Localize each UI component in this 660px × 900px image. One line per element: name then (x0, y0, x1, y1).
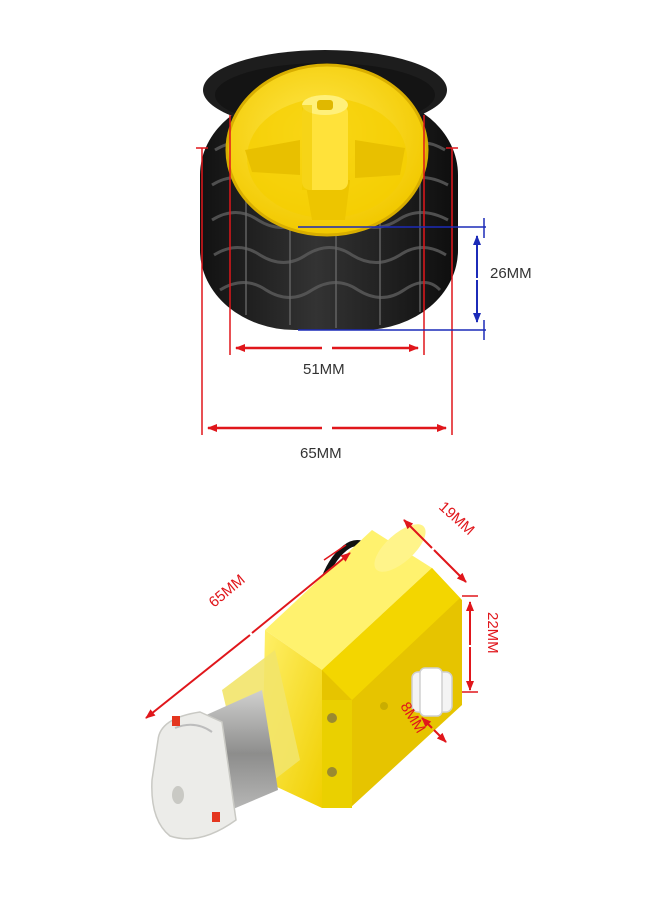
depth-arrow-down (433, 549, 467, 583)
wheel-width-label: 26MM (490, 265, 532, 282)
wheel-group: 26MM 51MM 65MM (196, 50, 532, 462)
gearbox (262, 524, 462, 808)
screw-icon (327, 767, 337, 777)
shaft-arrow-up (421, 717, 433, 729)
length-arrow-right (251, 552, 351, 634)
motor-group: 65MM 19MM 22MM 8MM (145, 498, 501, 840)
motor-depth-label: 19MM (435, 498, 477, 539)
wheel-rim-label: 51MM (303, 361, 345, 378)
output-shaft (411, 667, 453, 717)
wheel-rim (225, 63, 429, 237)
motor-length-label: 65MM (206, 571, 249, 611)
motor-dimensions (145, 519, 478, 743)
dc-motor (151, 650, 300, 840)
screw-icon (327, 713, 337, 723)
length-arrow-left (145, 634, 251, 719)
wheel-overall-label: 65MM (300, 445, 342, 462)
wheel-dimensions (196, 115, 486, 435)
motor-height-label: 22MM (484, 612, 501, 654)
shaft-arrow-down (433, 729, 447, 743)
depth-arrow-up (403, 519, 433, 549)
